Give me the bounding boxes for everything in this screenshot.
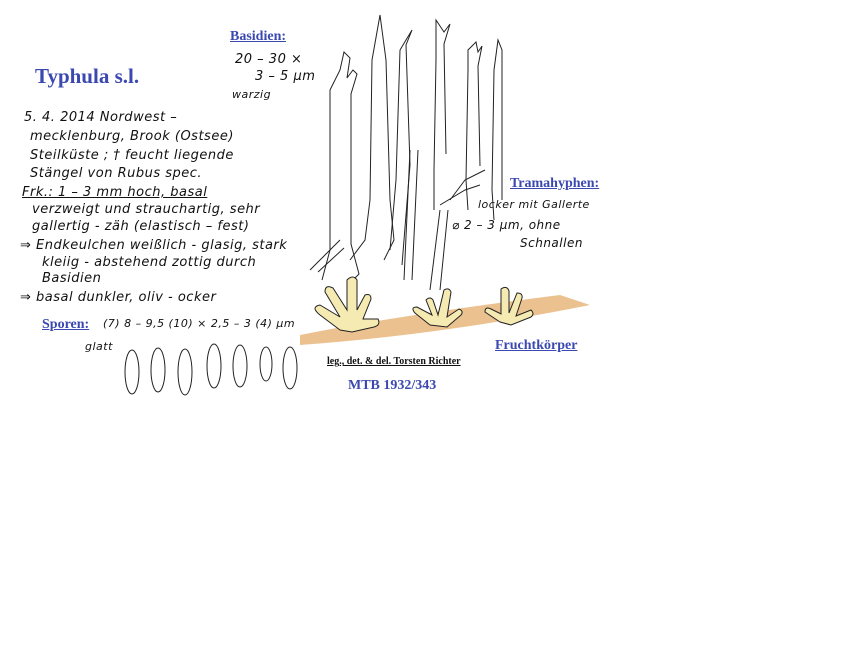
note-line: Stängel von Rubus spec.	[30, 166, 203, 181]
sporen-surface: glatt	[85, 340, 113, 353]
tramahyphen-line2: ⌀ 2 – 3 µm, ohne	[452, 218, 561, 232]
note-line: Basidien	[42, 271, 102, 286]
note-line: Steilküste ; † feucht liegende	[30, 148, 234, 163]
note-line: 5. 4. 2014 Nordwest –	[24, 110, 178, 125]
basidien-surface: warzig	[232, 88, 272, 101]
note-line: kleiig - abstehend zottig durch	[42, 255, 257, 270]
fruitbody	[314, 276, 534, 333]
tramahyphen-line1: locker mit Gallerte	[478, 198, 590, 211]
basidien-label: Basidien:	[230, 29, 287, 44]
note-line: Frk.: 1 – 3 mm hoch, basal	[22, 185, 208, 200]
sporen-size: (7) 8 – 9,5 (10) × 2,5 – 3 (4) µm	[103, 317, 296, 330]
note-line: ⇒ basal dunkler, oliv - ocker	[20, 290, 217, 305]
fruitbody-drawing	[300, 276, 590, 345]
spores-drawing	[124, 343, 298, 396]
mtb-number: MTB 1932/343	[348, 378, 437, 393]
note-line: mecklenburg, Brook (Ostsee)	[30, 129, 234, 144]
tramahyphen-line3: Schnallen	[520, 236, 583, 250]
note-line: ⇒ Endkeulchen weißlich - glasig, stark	[20, 238, 288, 253]
credit: leg., det. & del. Torsten Richter	[327, 356, 461, 367]
basidien-size2: 3 – 5 µm	[255, 69, 316, 84]
sporen-label: Sporen:	[42, 317, 90, 332]
tramahyphen-label: Tramahyphen:	[510, 176, 600, 191]
note-line: verzweigt und strauchartig, sehr	[32, 202, 261, 217]
basidia-drawing	[309, 14, 503, 291]
note-line: gallertig - zäh (elastisch – fest)	[32, 219, 250, 234]
species-title: Typhula s.l.	[35, 64, 140, 88]
basidien-size: 20 – 30 ×	[235, 52, 303, 67]
fruchtkoerper-label: Fruchtkörper	[495, 338, 578, 353]
